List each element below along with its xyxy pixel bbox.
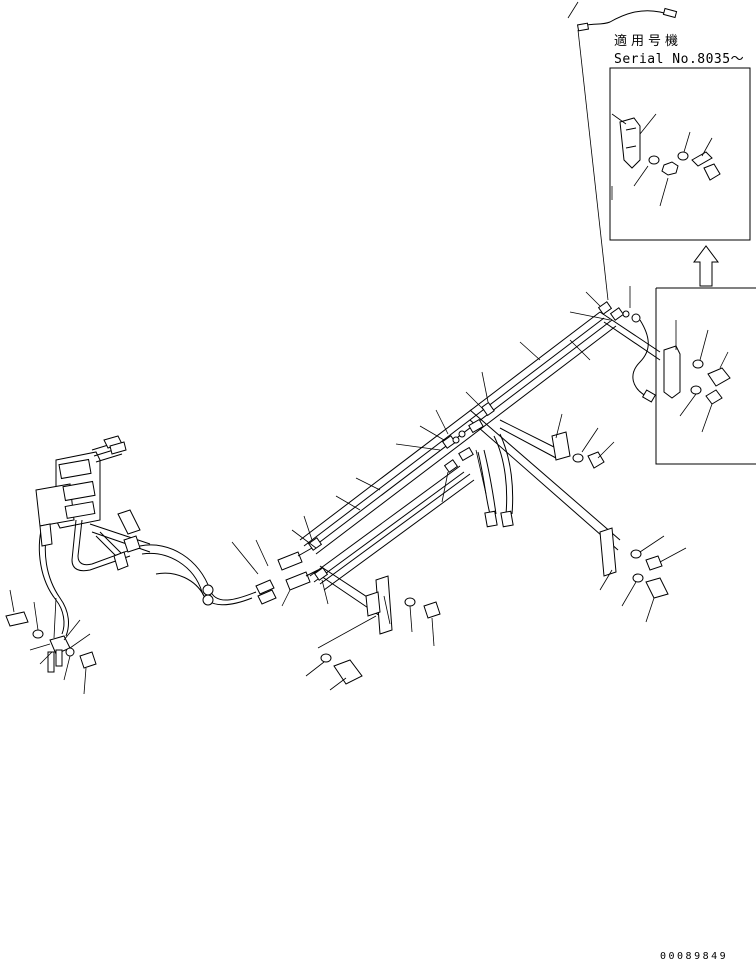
- inset-detail-box: [609, 67, 751, 241]
- drawing-number: 00089849: [660, 951, 729, 962]
- top-hose-detail: [567, 1, 678, 301]
- serial-applicability-label-jp: 適用号機: [614, 34, 683, 49]
- pipe-brackets: [320, 431, 669, 685]
- detail-arrow: [693, 245, 719, 287]
- valve-assembly: [35, 435, 319, 637]
- leader-lines: [231, 286, 687, 691]
- serial-number-label: Serial No.8035～: [614, 52, 745, 67]
- pipe-fittings: [307, 301, 641, 581]
- vertical-hoses: [477, 319, 657, 528]
- bottom-left-joint: [5, 589, 97, 695]
- right-bracket-detail: [655, 287, 756, 465]
